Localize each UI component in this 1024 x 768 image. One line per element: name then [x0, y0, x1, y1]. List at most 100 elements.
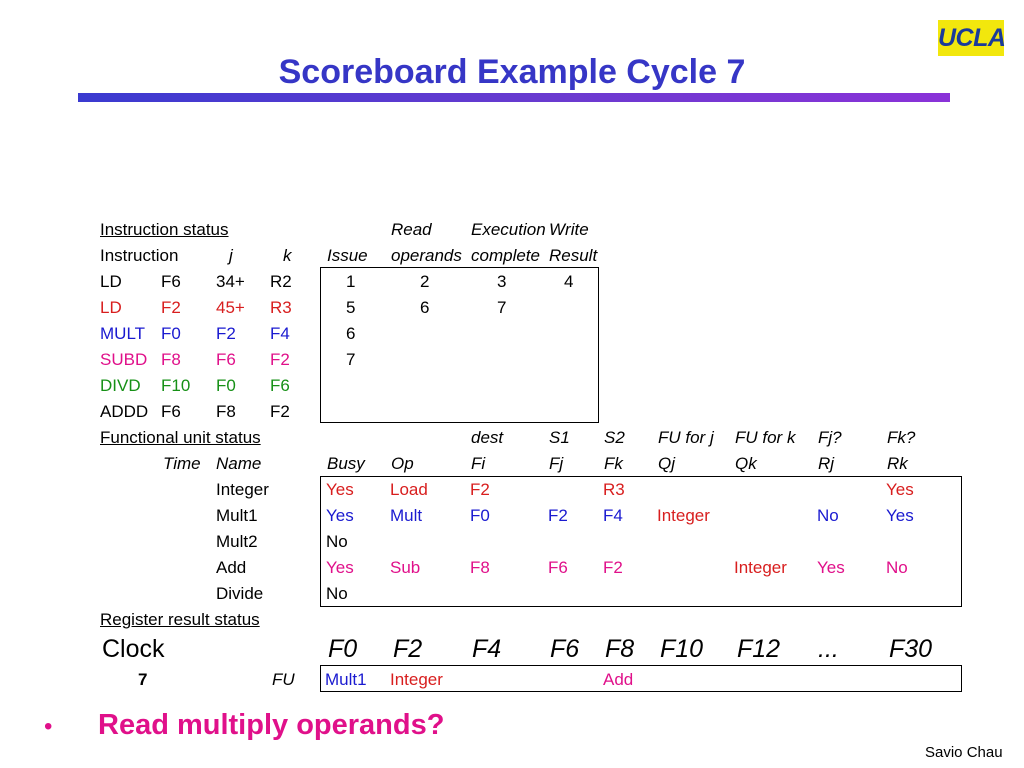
reg-header: F10 [660, 635, 704, 663]
instr-exec: 3 [497, 272, 507, 291]
instr-dest: F6 [161, 272, 181, 291]
instr-k: F6 [270, 376, 290, 395]
instr-k: R3 [270, 298, 292, 317]
hdr-fu-for-k: FU for k [735, 428, 796, 447]
fu-rk: No [886, 558, 908, 577]
instr-j: 45+ [216, 298, 245, 317]
fu-op: Mult [390, 506, 423, 525]
hdr-fu-for-j: FU for j [658, 428, 714, 447]
reg-value: Integer [390, 670, 443, 689]
author-footer: Savio Chau [925, 744, 1003, 761]
instr-exec: 7 [497, 298, 507, 317]
fu-fi: F8 [470, 558, 490, 577]
bullet-icon: • [44, 713, 53, 740]
clock-value: 7 [138, 670, 148, 689]
instr-op: SUBD [100, 350, 148, 369]
register-status-box [320, 665, 962, 692]
clock-label: Clock [102, 635, 165, 663]
hdr-read: Read [391, 220, 432, 239]
instr-dest: F2 [161, 298, 181, 317]
fu-fi: F2 [470, 480, 490, 499]
hdr-k: k [283, 246, 292, 265]
reg-value: Add [603, 670, 634, 689]
instr-issue: 1 [346, 272, 356, 291]
instruction-status-heading: Instruction status [100, 220, 229, 239]
instr-dest: F10 [161, 376, 191, 395]
reg-value: Mult1 [325, 670, 367, 689]
fu-busy: Yes [326, 558, 354, 577]
instr-op: ADDD [100, 402, 149, 421]
fu-row-label: FU [272, 670, 295, 689]
hdr-s2: S2 [604, 428, 625, 447]
hdr-fk: Fk [604, 454, 623, 473]
instr-j: F8 [216, 402, 236, 421]
instr-issue: 7 [346, 350, 356, 369]
fu-name: Integer [216, 480, 269, 499]
reg-header: F12 [737, 635, 781, 663]
ucla-logo: UCLA [938, 20, 1006, 56]
hdr-rk: Rk [887, 454, 908, 473]
hdr-fi: Fi [471, 454, 486, 473]
hdr-result: Result [549, 246, 598, 265]
reg-header: F0 [328, 635, 358, 663]
fu-status-heading: Functional unit status [100, 428, 261, 447]
reg-header: F6 [550, 635, 580, 663]
fu-fk: F2 [603, 558, 623, 577]
fu-op: Sub [390, 558, 421, 577]
instr-dest: F6 [161, 402, 181, 421]
instr-issue: 5 [346, 298, 356, 317]
hdr-fj-ready: Fj? [818, 428, 842, 447]
fu-op: Load [390, 480, 428, 499]
instr-issue: 6 [346, 324, 356, 343]
fu-qj: Integer [657, 506, 710, 525]
fu-name: Add [216, 558, 247, 577]
title-underline [78, 93, 950, 102]
fu-fj: F6 [548, 558, 568, 577]
fu-rj: No [817, 506, 839, 525]
fu-rk: Yes [886, 506, 914, 525]
fu-name: Mult1 [216, 506, 258, 525]
fu-rj: Yes [817, 558, 845, 577]
instr-read: 2 [420, 272, 430, 291]
instr-write: 4 [564, 272, 574, 291]
fu-qk: Integer [734, 558, 787, 577]
hdr-dest: dest [471, 428, 504, 447]
hdr-complete: complete [471, 246, 540, 265]
reg-header: ... [818, 635, 839, 663]
instr-op: MULT [100, 324, 146, 343]
instr-k: F4 [270, 324, 290, 343]
hdr-name: Name [216, 454, 262, 473]
fu-fk: F4 [603, 506, 623, 525]
hdr-fj: Fj [549, 454, 564, 473]
instr-dest: F8 [161, 350, 181, 369]
hdr-qj: Qj [658, 454, 675, 473]
instr-j: F6 [216, 350, 236, 369]
instr-j: 34+ [216, 272, 245, 291]
hdr-busy: Busy [327, 454, 365, 473]
hdr-time: Time [163, 454, 201, 473]
reg-header: F8 [605, 635, 635, 663]
fu-busy: No [326, 532, 348, 551]
hdr-qk: Qk [735, 454, 757, 473]
fu-name: Divide [216, 584, 264, 603]
instr-op: LD [100, 298, 122, 317]
hdr-execution: Execution [471, 220, 546, 239]
instr-read: 6 [420, 298, 430, 317]
fu-fi: F0 [470, 506, 490, 525]
instruction-status-box [320, 267, 599, 423]
fu-busy: Yes [326, 480, 354, 499]
hdr-fk-ready: Fk? [887, 428, 916, 447]
fu-busy: Yes [326, 506, 354, 525]
hdr-write: Write [549, 220, 589, 239]
reg-header: F4 [472, 635, 502, 663]
instr-op: DIVD [100, 376, 141, 395]
instr-k: F2 [270, 350, 290, 369]
fu-fk: R3 [603, 480, 625, 499]
hdr-issue: Issue [327, 246, 368, 265]
instr-k: F2 [270, 402, 290, 421]
fu-status-box [320, 476, 962, 607]
hdr-j: j [229, 246, 233, 265]
reg-header: F30 [889, 635, 933, 663]
instr-j: F0 [216, 376, 236, 395]
fu-fj: F2 [548, 506, 568, 525]
